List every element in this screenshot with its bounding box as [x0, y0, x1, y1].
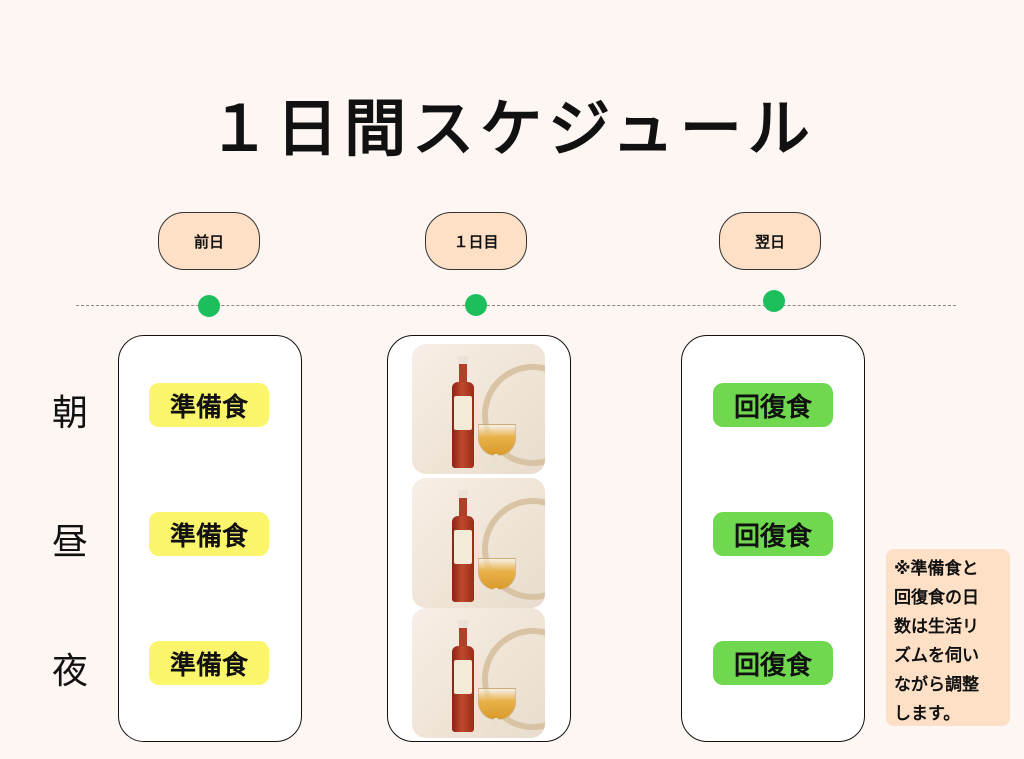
note-line: ※準備食と [894, 559, 979, 579]
day-pill-day1: １日目 [425, 212, 527, 270]
timeline-dot-previous [198, 295, 220, 317]
timeline-line [76, 305, 956, 306]
note-line: 回復食の日 [894, 588, 979, 608]
recovery-meal-tag-night: 回復食 [713, 641, 833, 685]
prep-meal-tag-morning: 準備食 [149, 383, 269, 427]
row-label-night: 夜 [52, 651, 89, 692]
timeline-dot-day1 [465, 294, 487, 316]
vinegar-bottle-photo-night [412, 608, 545, 738]
adjustment-note: ※準備食と 回復食の日 数は生活リ ズムを伺い ながら調整 します。 [886, 549, 1010, 726]
day-pill-next: 翌日 [719, 212, 821, 270]
recovery-meal-tag-morning: 回復食 [713, 383, 833, 427]
note-line: します。 [894, 704, 961, 724]
note-line: 数は生活リ [894, 617, 979, 637]
page-title: １日間スケジュール [208, 92, 816, 165]
vinegar-bottle-photo-noon [412, 478, 545, 608]
row-label-morning: 朝 [52, 393, 89, 434]
timeline-dot-next [763, 290, 785, 312]
vinegar-bottle-photo-morning [412, 344, 545, 474]
prep-meal-tag-noon: 準備食 [149, 512, 269, 556]
day-pill-previous: 前日 [158, 212, 260, 270]
note-line: ズムを伺い [894, 646, 979, 666]
prep-meal-tag-night: 準備食 [149, 641, 269, 685]
note-line: ながら調整 [894, 675, 979, 695]
recovery-meal-tag-noon: 回復食 [713, 512, 833, 556]
row-label-noon: 昼 [52, 522, 89, 563]
